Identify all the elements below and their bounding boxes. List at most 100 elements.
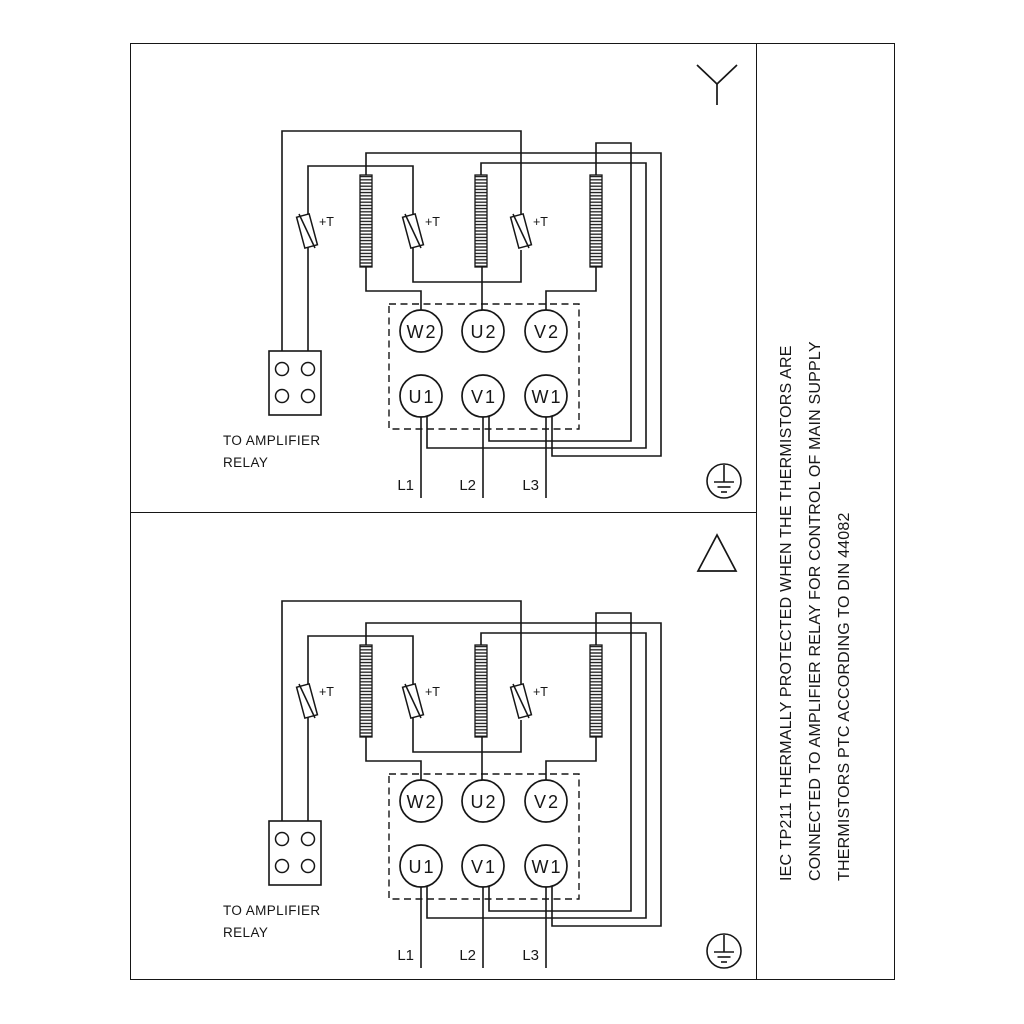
terminal-label: W1 [532,387,563,407]
delta-connection-panel: +T +T +T W2 U2 V2 [131,514,756,981]
terminal-w1: W1 [524,844,568,888]
terminal-v2: V2 [524,309,568,353]
thermistor-diagonal [512,683,530,719]
amplifier-relay-connector [268,350,322,416]
w2-winding-wire [365,737,422,780]
terminal-label: U2 [470,792,497,812]
terminal-circle [399,309,443,353]
thermistor-2: +T [401,212,440,250]
diagram-frame: +T +T +T W2 U2 [130,43,895,980]
terminal-u1: U1 [399,844,443,888]
terminal-label: U1 [408,857,435,877]
terminal-circle [524,779,568,823]
thermistor-chain-wire-2 [412,720,522,753]
thermistor-diagonal [512,213,530,249]
delta-panel-drawing: +T +T +T W2 U2 V2 [223,533,742,969]
terminal-label: W1 [532,857,563,877]
terminal-circle [399,844,443,888]
terminal-circle [399,779,443,823]
terminal-circle [399,374,443,418]
v2-winding-wire [545,737,597,780]
side-note-strip: IEC TP211 THERMALLY PROTECTED WHEN THE T… [758,44,894,979]
terminal-circle [524,309,568,353]
thermistor-chain-wire-1 [307,165,414,351]
terminal-label: W2 [407,792,438,812]
relay-pin [300,388,316,404]
terminal-circle [461,374,505,418]
relay-caption-line2: RELAY [223,455,268,470]
winding1-to-w1-wire [365,152,662,457]
wires [281,130,662,498]
winding-coil-3 [589,174,603,268]
thermistor-3: +T [509,682,548,720]
thermistor-loop-wire [281,600,522,821]
terminal-label: U2 [470,322,497,342]
relay-pin [300,361,316,377]
side-note-line-3: THERMISTORS PTC ACCORDING TO DIN 44082 [836,512,853,881]
star-arm [696,64,718,85]
relay-pin [300,831,316,847]
supply-label-l2: L2 [459,947,476,964]
side-note-line-1: IEC TP211 THERMALLY PROTECTED WHEN THE T… [778,345,795,881]
supply-label-l1: L1 [397,947,414,964]
star-connection-panel: +T +T +T W2 U2 [131,44,756,511]
motor-windings [359,174,603,268]
star-arm [716,64,738,85]
ground-circle [706,933,742,969]
winding2-to-u1-wire [426,162,647,449]
thermistor-label: +T [533,685,548,699]
supply-label-l3: L3 [522,477,539,494]
amplifier-relay-connector [268,820,322,886]
panel-divider [131,512,756,513]
winding-coil-3 [589,644,603,738]
supply-label-l3: L3 [522,947,539,964]
thermistor-2: +T [401,682,440,720]
terminal-board-outline [388,773,580,900]
side-note: IEC TP211 THERMALLY PROTECTED WHEN THE T… [772,341,859,881]
winding2-to-u1-wire [426,632,647,919]
relay-box [268,820,322,886]
terminal-w1: W1 [524,374,568,418]
ground-circle [706,463,742,499]
w2-winding-wire [365,267,422,310]
side-strip-separator [756,44,757,979]
thermistor-chain-wire-2 [412,250,522,283]
terminal-v2: V2 [524,779,568,823]
relay-pin [274,388,290,404]
terminal-board-outline [388,303,580,430]
delta-connection-icon [696,533,738,572]
thermistor-diagonal [298,213,316,249]
winding-coil-1 [359,174,373,268]
terminal-w2: W2 [399,309,443,353]
winding-coil-2 [474,174,488,268]
thermistor-label: +T [319,215,334,229]
winding-coil-2 [474,644,488,738]
thermistor-label: +T [425,685,440,699]
terminal-label: V1 [471,857,497,877]
relay-pin [274,858,290,874]
winding3-to-v1-wire [488,142,632,442]
terminal-circle [524,844,568,888]
terminal-circle [461,309,505,353]
relay-pin [274,831,290,847]
thermistor-chain-wire-1 [307,635,414,821]
earth-ground-icon [706,463,742,499]
winding1-to-w1-wire [365,622,662,927]
relay-caption-line1: TO AMPLIFIER [223,903,321,918]
terminal-u1: U1 [399,374,443,418]
thermistor-diagonal [298,683,316,719]
relay-box [268,350,322,416]
terminal-label: W2 [407,322,438,342]
terminal-label: V1 [471,387,497,407]
thermistor-3: +T [509,212,548,250]
star-connection-icon [696,64,738,105]
terminal-circle [461,844,505,888]
winding3-to-v1-wire [488,612,632,912]
relay-caption-line1: TO AMPLIFIER [223,433,321,448]
thermistor-label: +T [425,215,440,229]
earth-ground-icon [706,933,742,969]
thermistor-diagonal [404,213,422,249]
thermistor-label: +T [533,215,548,229]
terminal-circle [461,779,505,823]
terminal-u2: U2 [461,309,505,353]
